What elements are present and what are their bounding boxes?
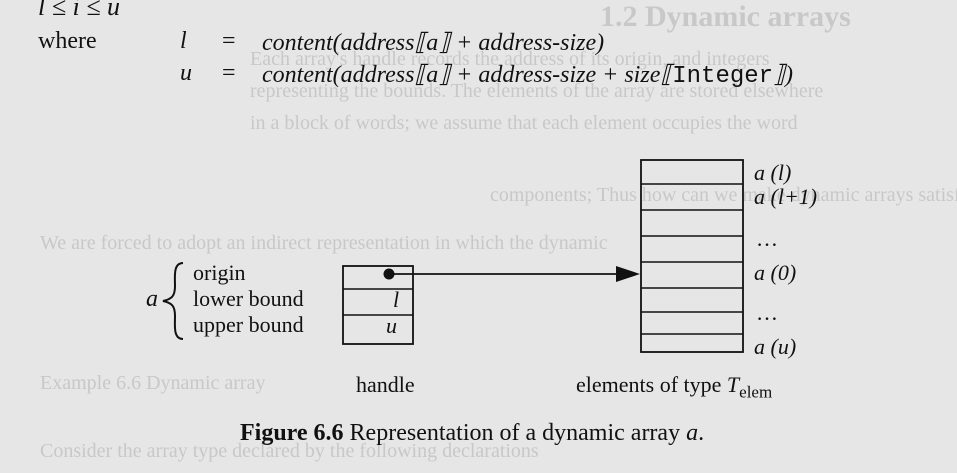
handle-upper-bound-value: u [386, 313, 397, 338]
element-label-u: a (u) [754, 334, 797, 359]
handle-lower-bound-value: l [393, 287, 400, 312]
upper-bound-label: upper bound [193, 312, 304, 337]
elements-box [640, 159, 744, 353]
where-label: where [38, 28, 97, 54]
element-label-0: a (0) [754, 260, 797, 285]
eq1-variable: l [180, 28, 187, 54]
eq1-expression: content(address⟦a⟧ + address-size) [262, 30, 605, 56]
element-label-ellipsis-2: … [756, 300, 778, 325]
element-label-ellipsis-1: … [756, 226, 778, 251]
eq2-equals: = [222, 60, 236, 86]
handle-caption: handle [356, 372, 415, 397]
origin-pointer-arrowhead [616, 266, 640, 282]
element-label-l: a (l) [754, 160, 792, 185]
eq2-variable: u [180, 60, 192, 86]
label-brace [162, 262, 184, 340]
array-variable-a: a [146, 286, 158, 312]
origin-label: origin [193, 260, 246, 285]
figure-caption: Figure 6.6 Representation of a dynamic a… [240, 420, 705, 446]
index-condition: l ≤ i ≤ u [38, 0, 120, 21]
element-label-l-plus-1: a (l+1) [754, 184, 818, 209]
handle-box [342, 265, 414, 345]
figure-number: Figure 6.6 [240, 420, 344, 446]
eq1-equals: = [222, 28, 236, 54]
lower-bound-label: lower bound [193, 286, 304, 311]
elements-caption: elements of type Telem [576, 372, 773, 402]
eq2-expression: content(address⟦a⟧ + address-size + size… [262, 62, 793, 90]
